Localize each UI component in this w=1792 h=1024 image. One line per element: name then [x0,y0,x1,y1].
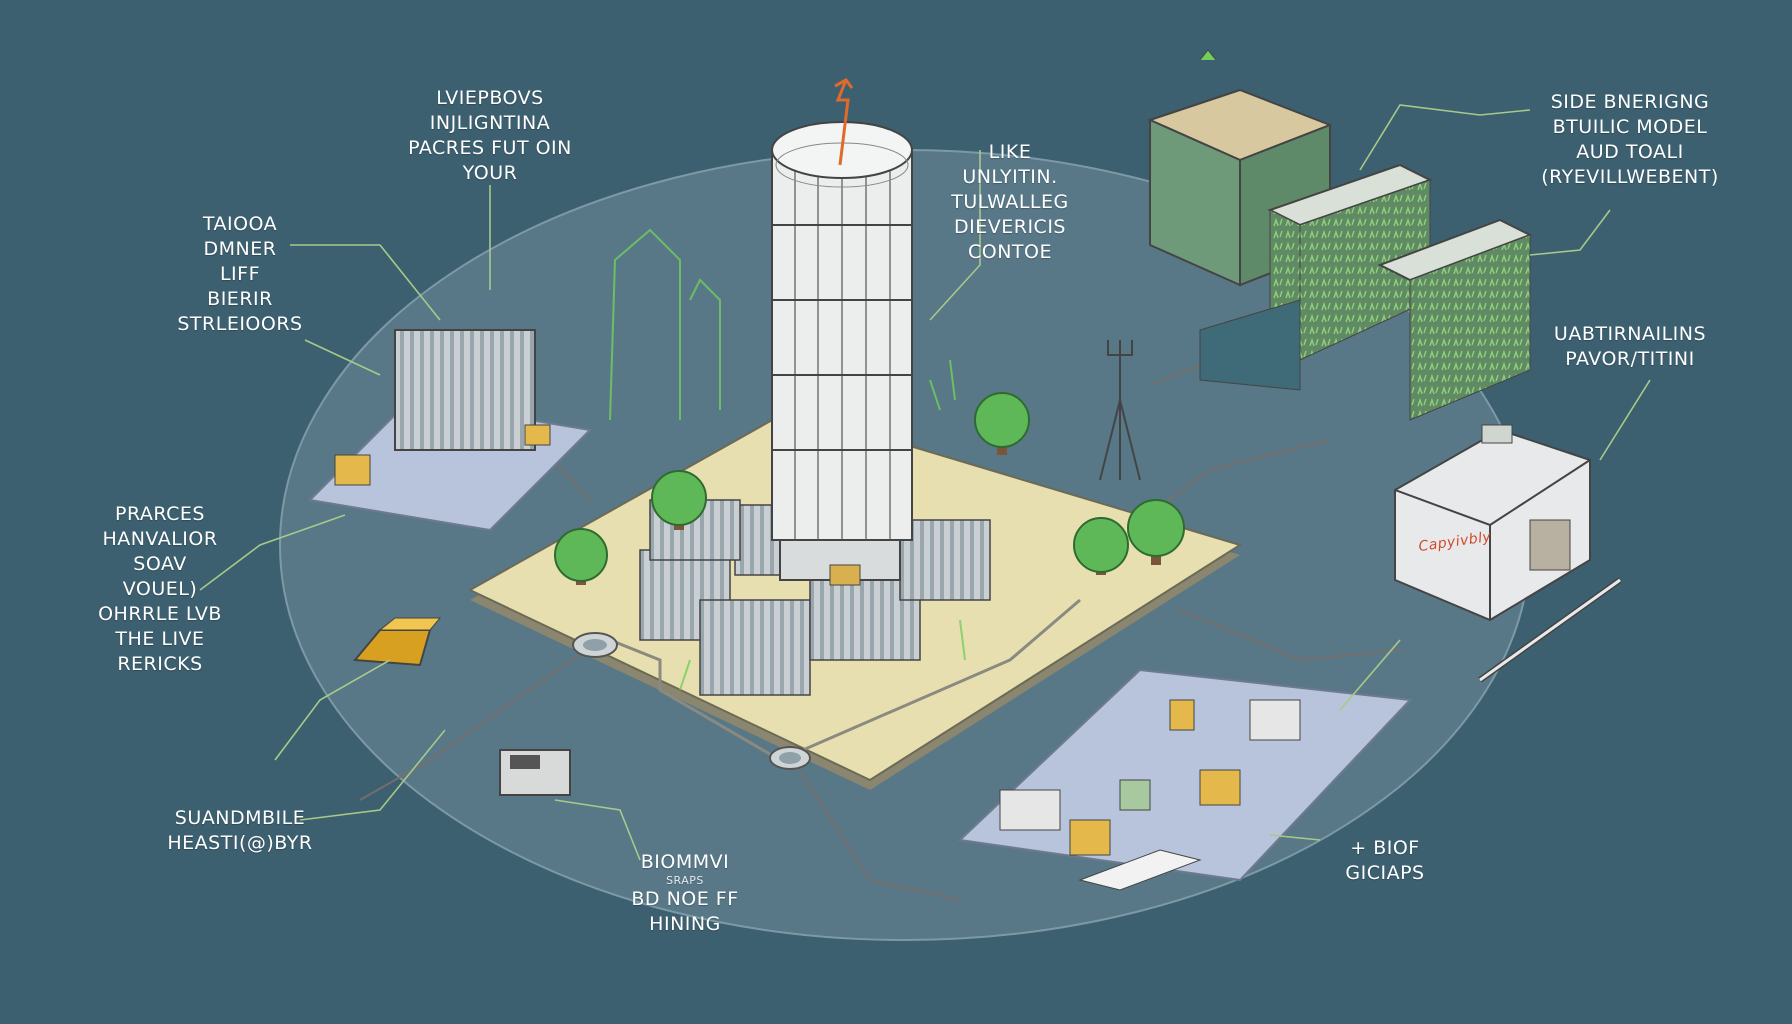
tree-icon [974,392,1030,455]
label-bottom-left: SUANDMBILE HEASTI(@)BYR [167,807,313,854]
leader-lines [199,104,1651,861]
gold-bar-icon [352,617,442,667]
tree-icon [651,470,707,530]
label-bottom-center: BIOMMVI SRAPS BD NOE FF HINING [631,851,739,935]
label-bottom-right: + BIOF GICIAPS [1345,837,1425,884]
antenna-icon [1099,340,1141,481]
central-tower [771,121,913,586]
label-top-center: LVIEPBOVS INJLIGNTINA PACRES FUT OIN YOU… [408,87,572,184]
tree-icon [554,528,608,585]
tree-icon [1073,517,1129,575]
label-right-mid: UABTIRNAILINS PAVOR/TITINI [1553,323,1707,370]
tree-icon [1127,499,1185,565]
rooftop-garden-building [1147,49,1333,287]
left-pad [307,329,593,532]
bottom-right-pad [957,668,1413,891]
label-left-top: TAIOOA DMNER LIFF BIERIR STRLEIOORS [177,213,303,335]
label-left-mid: PRARCES HANVALIOR SOAV VOUEL) OHRRLE LVB… [98,503,222,675]
label-tower-callout: LIKE UNLYITIN. TULWALLEG DIEVERICIS CONT… [951,141,1069,263]
green-wall-building [1199,163,1533,421]
lightning-bolt-icon [835,79,850,166]
plant-sprout-icon [609,228,966,691]
generator-machine [1394,424,1622,683]
small-device [499,749,571,796]
label-top-right: SIDE BNERIGNG BTUILIC MODEL AUD TOALI (R… [1541,91,1719,188]
